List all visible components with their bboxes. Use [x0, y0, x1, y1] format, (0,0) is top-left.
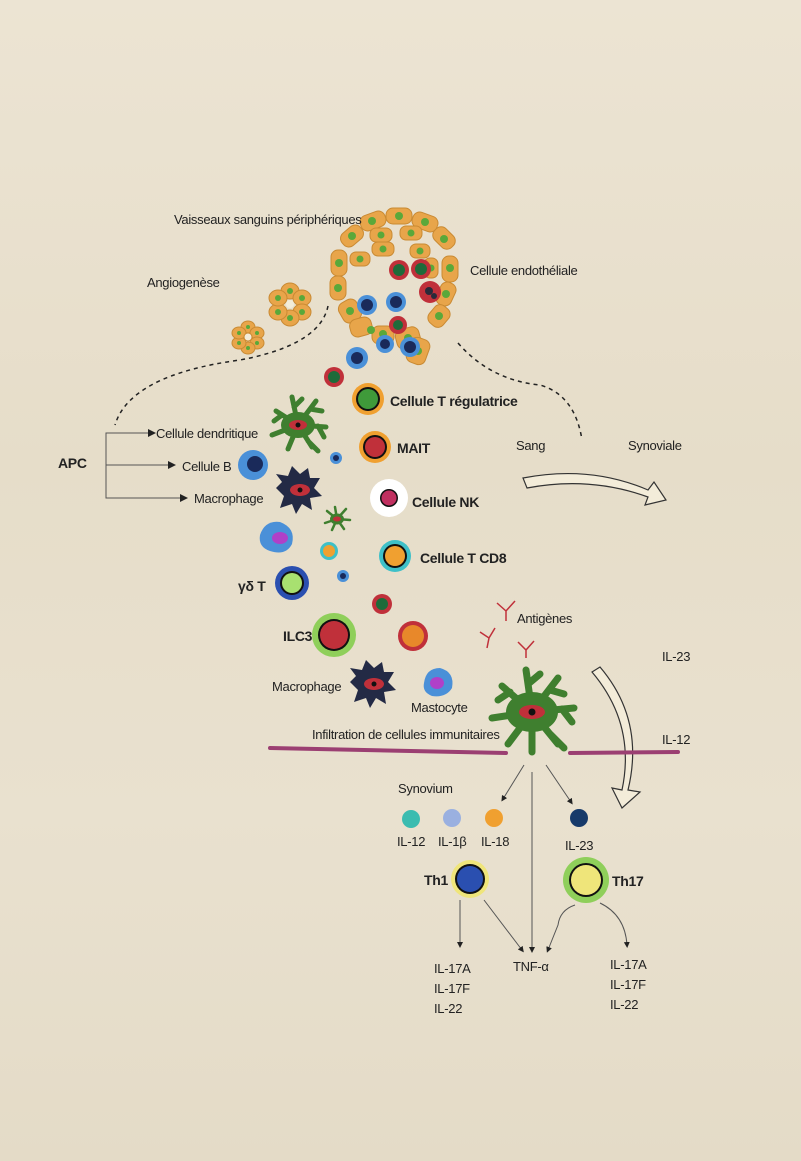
il23-dot: [570, 809, 588, 827]
left-dashed-line: [114, 305, 329, 426]
synovium-label: Synovium: [398, 781, 453, 796]
endothelial-label: Cellule endothéliale: [470, 263, 578, 278]
mast-cell: [423, 668, 453, 697]
th17-label: Th17: [612, 873, 644, 889]
il1b-label: IL-1β: [438, 834, 467, 849]
mait-label: MAIT: [397, 440, 431, 456]
dc-arrows: [501, 764, 573, 953]
treg-label: Cellule T régulatrice: [390, 393, 518, 409]
dendritic-cell-small: [323, 505, 352, 532]
il23-il12-arrow: [591, 666, 642, 809]
treg-cell: [352, 383, 384, 415]
angiogenesis-label: Angiogenèse: [147, 275, 220, 290]
il12-label: IL-12: [397, 834, 426, 849]
il18-dot: [485, 809, 503, 827]
il23-label: IL-23: [565, 838, 594, 853]
cd8-cell: [379, 540, 411, 572]
apc-bracket: [105, 432, 180, 499]
synovium-membrane-right: [568, 750, 680, 755]
gdt-label: γδ T: [238, 578, 266, 594]
apc-label: APC: [58, 455, 87, 471]
th-arrows: [457, 899, 630, 953]
il23-right-label: IL-23: [662, 649, 691, 664]
macrophage-bottom: [350, 660, 396, 708]
left-output-item: IL-17A: [434, 961, 471, 976]
nk-cell: [370, 479, 408, 517]
right-dashed-line: [457, 342, 583, 441]
vessels-label: Vaisseaux sanguins périphériques: [174, 212, 362, 227]
right-output-item: IL-17A: [610, 957, 647, 972]
synovium-membrane-left: [268, 746, 508, 755]
th17-cell: [563, 857, 609, 903]
dendritic-label: Cellule dendritique: [156, 426, 258, 441]
bcell-label: Cellule B: [182, 459, 232, 474]
angiogenesis-cluster: [231, 282, 312, 355]
tnfa-label: TNF-α: [513, 959, 549, 974]
circulating-cells: [320, 337, 428, 651]
il12-dot: [402, 810, 420, 828]
th1-label: Th1: [424, 872, 448, 888]
il18-label: IL-18: [481, 834, 510, 849]
left-output-item: IL-22: [434, 1001, 463, 1016]
dendritic-cell-main: [488, 666, 578, 756]
mait-cell: [359, 431, 391, 463]
right-output-item: IL-22: [610, 997, 639, 1012]
th1-cell: [451, 860, 489, 898]
apc-arrowheads: [148, 429, 188, 502]
il1b-dot: [443, 809, 461, 827]
il12-right-label: IL-12: [662, 732, 691, 747]
ilc3-cell: [312, 613, 356, 657]
cd8-label: Cellule T CD8: [420, 550, 507, 566]
bcell: [238, 450, 268, 480]
mast-label: Mastocyte: [411, 700, 468, 715]
synovial-label: Synoviale: [628, 438, 682, 453]
dendritic-cell-top: [269, 394, 329, 454]
antigens-icon: [479, 600, 535, 658]
mast-cell-top: [259, 521, 293, 553]
blood-to-synovial-arrow: [522, 472, 667, 506]
ilc3-label: ILC3: [283, 628, 313, 644]
left-output-item: IL-17F: [434, 981, 470, 996]
infiltration-label: Infiltration de cellules immunitaires: [312, 727, 500, 742]
macrophage-top: [276, 466, 322, 514]
antigens-label: Antigènes: [517, 611, 573, 626]
macrophage-bottom-label: Macrophage: [272, 679, 342, 694]
blood-label: Sang: [516, 438, 546, 453]
gdt-cell: [275, 566, 309, 600]
macrophage-top-label: Macrophage: [194, 491, 264, 506]
blood-vessel: [329, 207, 459, 366]
right-output-item: IL-17F: [610, 977, 646, 992]
nk-label: Cellule NK: [412, 494, 480, 510]
